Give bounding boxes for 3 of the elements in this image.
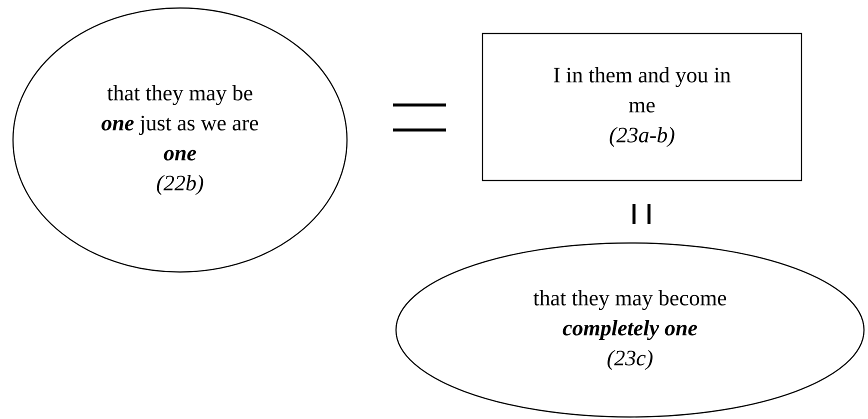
ellipse-node: that they may become completely one (23c) (395, 242, 865, 418)
text-box: I in them and you in me (23a-b) (482, 32, 802, 182)
ellipse-node: that they may be one just as we are one (22b) (12, 7, 348, 273)
